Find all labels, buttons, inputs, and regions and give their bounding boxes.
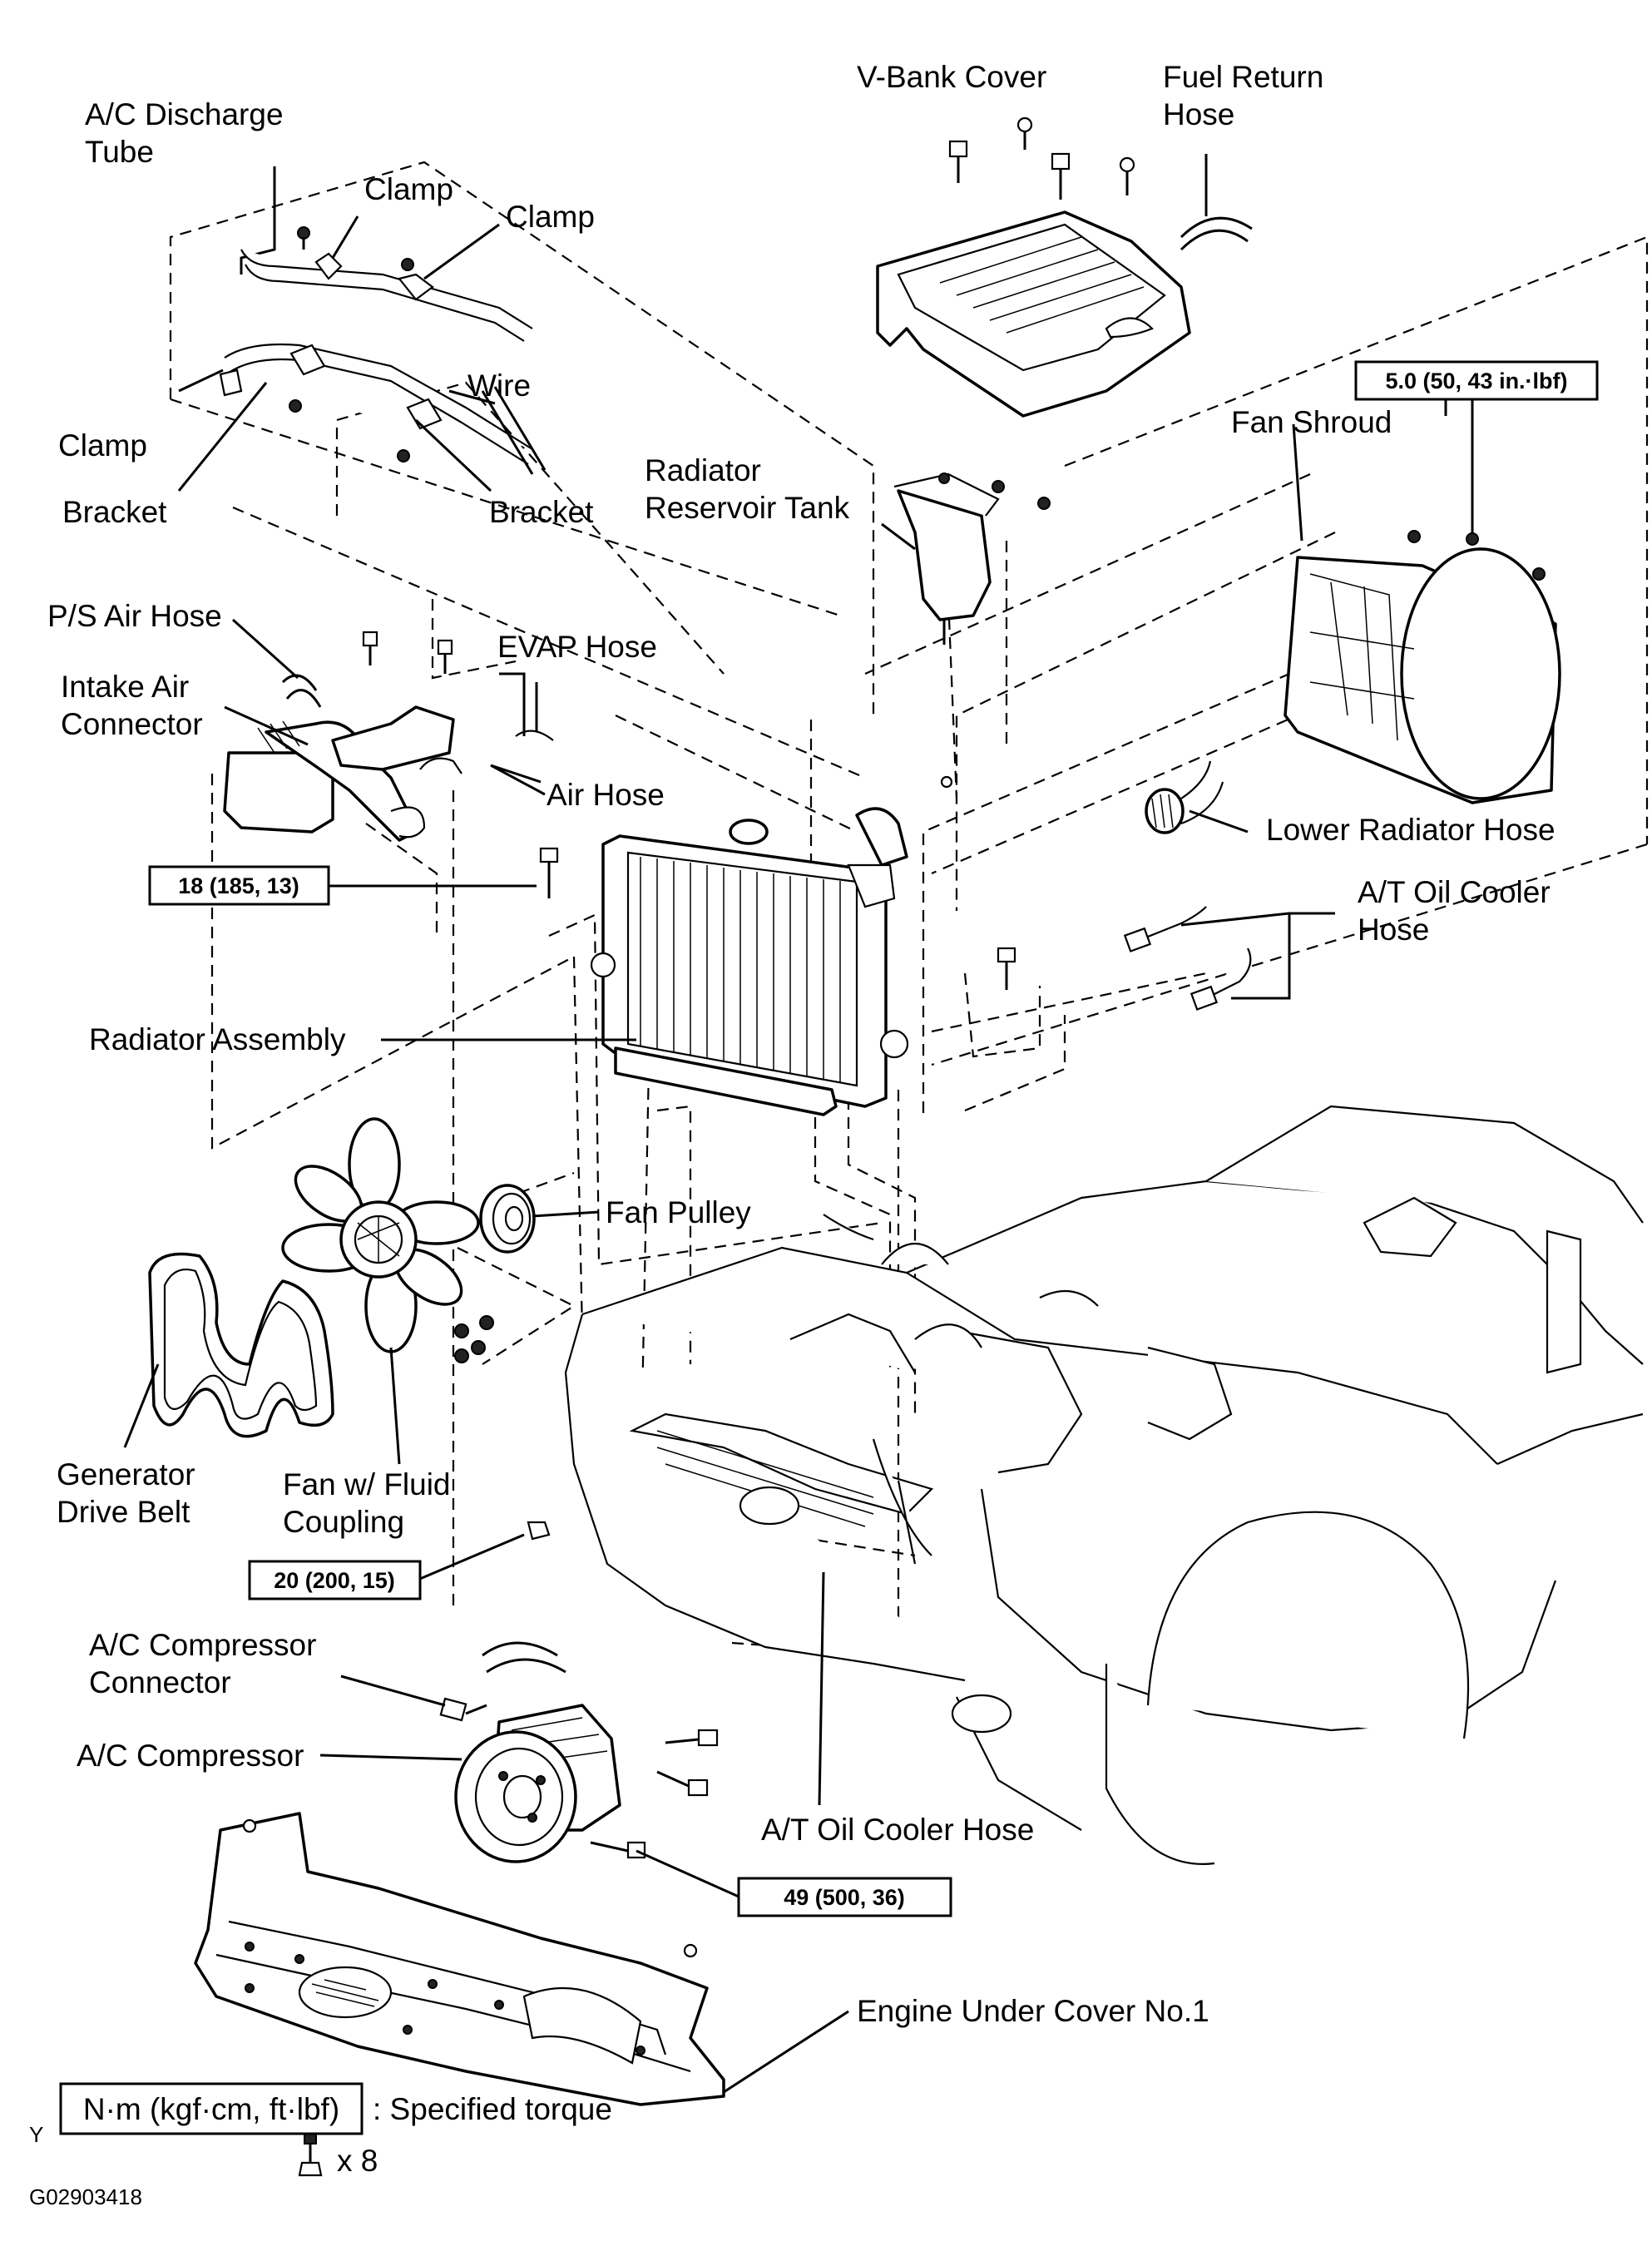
vehicle-front-body: [564, 1105, 1644, 1865]
at-oil-cooler-hoses: [1123, 906, 1252, 1011]
label-at-oil-cooler-hose-upper-line2: Hose: [1358, 913, 1429, 947]
fan-pulley: [479, 1184, 536, 1254]
label-intake-air-connector-line2: Connector: [61, 707, 203, 741]
label-clamp-right: Clamp: [506, 200, 595, 234]
label-clamp-left: Clamp: [58, 428, 147, 463]
engine-under-cover: [194, 1812, 725, 2177]
label-bracket-right: Bracket: [489, 495, 594, 529]
label-lower-radiator-hose: Lower Radiator Hose: [1266, 813, 1556, 847]
legend-units: N·m (kgf·cm, ft·lbf): [83, 2092, 339, 2126]
label-v-bank-cover: V-Bank Cover: [857, 60, 1046, 94]
label-ac-compressor-connector-line2: Connector: [89, 1665, 231, 1699]
torque-legend: Y N·m (kgf·cm, ft·lbf) : Specified torqu…: [29, 2082, 612, 2147]
label-air-hose: Air Hose: [547, 778, 665, 812]
ac-discharge-tube: [219, 166, 547, 475]
label-radiator-reservoir-tank: Radiator: [645, 453, 761, 487]
figure-code: G02903418: [29, 2184, 142, 2209]
label-generator-drive-belt: Generator: [57, 1457, 195, 1492]
label-at-oil-cooler-hose-lower: A/T Oil Cooler Hose: [761, 1813, 1034, 1847]
label-evap-hose: EVAP Hose: [497, 630, 657, 664]
label-ac-discharge-tube-line2: Tube: [85, 135, 154, 169]
callout-labels: A/C Discharge Tube Clamp Clamp Wire Clam…: [47, 60, 1556, 2178]
label-clamp-top: Clamp: [364, 172, 453, 206]
label-bolt-count: x 8: [337, 2144, 378, 2178]
torque-box-5-0: 5.0 (50, 43 in.·lbf): [1354, 360, 1599, 401]
radiator-assembly: [539, 807, 1016, 1116]
leader-lines: [123, 369, 1447, 2094]
radiator-reservoir-tank: [893, 472, 1051, 789]
label-fan-pulley: Fan Pulley: [606, 1195, 751, 1229]
torque-box-18: 18 (185, 13): [148, 865, 330, 906]
torque-value-5-0: 5.0 (50, 43 in.·lbf): [1385, 369, 1567, 393]
label-radiator-reservoir-tank-line2: Reservoir Tank: [645, 491, 850, 525]
label-fuel-return-hose: Fuel Return: [1163, 60, 1323, 94]
label-fan-shroud: Fan Shroud: [1231, 405, 1392, 439]
label-engine-under-cover: Engine Under Cover No.1: [857, 1994, 1209, 2028]
label-fan-fluid-coupling-line2: Coupling: [283, 1505, 404, 1539]
label-fuel-return-hose-line2: Hose: [1163, 97, 1234, 131]
label-ac-compressor: A/C Compressor: [77, 1739, 304, 1773]
torque-callouts: 5.0 (50, 43 in.·lbf) 18 (185, 13) 20 (20…: [148, 360, 1599, 1917]
label-ac-discharge-tube: A/C Discharge: [85, 97, 284, 131]
torque-value-49: 49 (500, 36): [784, 1885, 905, 1910]
label-generator-drive-belt-line2: Drive Belt: [57, 1495, 190, 1529]
v-bank-cover: [876, 116, 1253, 418]
legend-marker: Y: [29, 2122, 43, 2147]
label-radiator-assembly: Radiator Assembly: [89, 1022, 346, 1056]
label-ac-compressor-connector: A/C Compressor: [89, 1628, 316, 1662]
torque-box-20: 20 (200, 15): [248, 1560, 422, 1600]
torque-box-49: 49 (500, 36): [737, 1877, 952, 1917]
torque-value-20: 20 (200, 15): [274, 1568, 395, 1593]
ac-compressor: [439, 1641, 719, 1863]
legend-description: : Specified torque: [373, 2092, 612, 2126]
lower-radiator-hose: [1145, 760, 1224, 834]
label-bracket-left: Bracket: [62, 495, 167, 529]
torque-value-18: 18 (185, 13): [178, 873, 299, 898]
fan-shroud: [1284, 399, 1561, 804]
torque-nut: [527, 1521, 551, 1541]
intake-air-connector: [223, 631, 554, 842]
label-fan-fluid-coupling: Fan w/ Fluid: [283, 1467, 451, 1501]
label-wire: Wire: [467, 369, 531, 403]
label-ps-air-hose: P/S Air Hose: [47, 599, 222, 633]
label-at-oil-cooler-hose-upper: A/T Oil Cooler: [1358, 875, 1551, 909]
label-intake-air-connector: Intake Air: [61, 670, 189, 704]
generator-drive-belt: [148, 1252, 334, 1438]
fan-fluid-coupling: [281, 1117, 494, 1363]
